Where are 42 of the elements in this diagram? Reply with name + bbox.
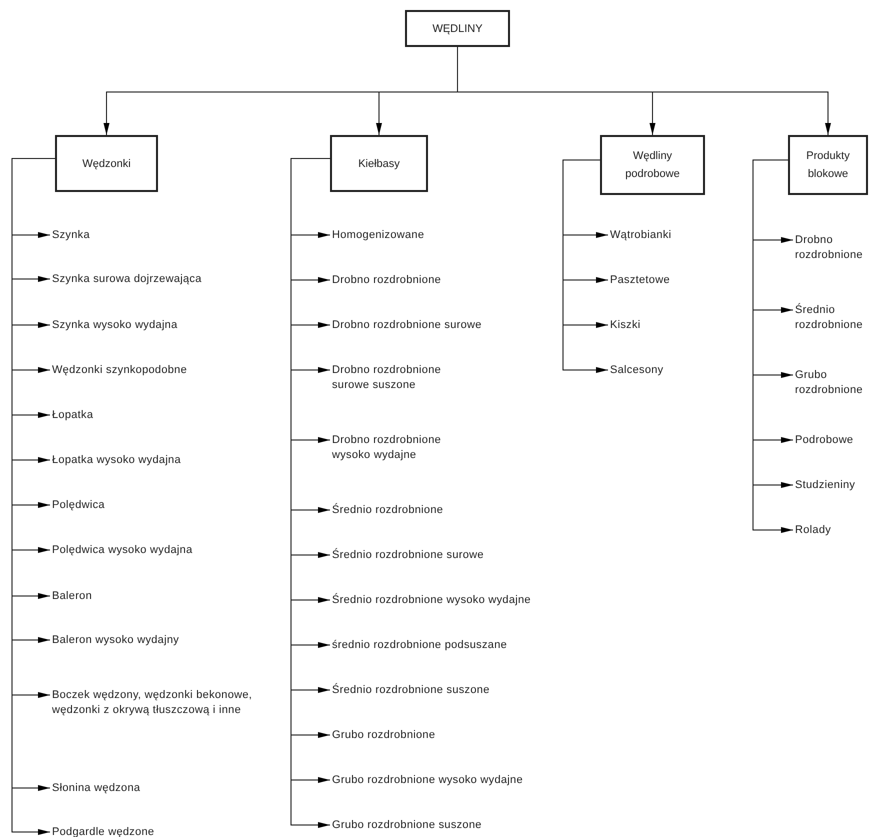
category-item: Homogenizowane: [332, 228, 552, 243]
category-item: Grubo rozdrobnione: [795, 368, 865, 398]
category-item: Podgardle wędzone: [52, 825, 282, 837]
category-item: Średnio rozdrobnione: [795, 303, 865, 333]
category-item: Średnio rozdrobnione: [332, 503, 552, 518]
category-item: Kiszki: [610, 318, 740, 333]
category-item: Studzieniny: [795, 478, 887, 493]
category-box: Kiełbasy: [330, 135, 428, 192]
category-item: Pasztetowe: [610, 273, 740, 288]
category-item: Szynka: [52, 228, 282, 243]
category-item: Szynka wysoko wydajna: [52, 318, 282, 333]
category-item: Boczek wędzony, wędzonki bekonowe, wędzonki z okrywą tłuszczową i inne: [52, 688, 257, 718]
category-box: Wędliny podrobowe: [600, 135, 705, 195]
category-item: Polędwica: [52, 498, 282, 513]
category-item: Łopatka: [52, 408, 282, 423]
category-item: Średnio rozdrobnione wysoko wydajne: [332, 593, 552, 608]
category-item: Salcesony: [610, 363, 740, 378]
category-item: Szynka surowa dojrzewająca: [52, 272, 282, 287]
category-item: Podrobowe: [795, 433, 887, 448]
category-item: Baleron: [52, 589, 282, 604]
category-item: Średnio rozdrobnione surowe: [332, 548, 552, 563]
category-item: Słonina wędzona: [52, 781, 282, 796]
category-item: Polędwica wysoko wydajna: [52, 543, 282, 558]
category-item: Drobno rozdrobnione wysoko wydajne: [332, 433, 452, 463]
category-item: Wątrobianki: [610, 228, 740, 243]
category-item: Drobno rozdrobnione: [332, 273, 552, 288]
connector-arrow: [562, 160, 608, 373]
category-item: średnio rozdrobnione podsuszane: [332, 638, 552, 653]
category-box: Wędzonki: [55, 135, 158, 192]
category-box: Produkty blokowe: [788, 135, 868, 195]
category-item: Wędzonki szynkopodobne: [52, 363, 282, 378]
category-item: Baleron wysoko wydajny: [52, 633, 282, 648]
root-box: WĘDLINY: [405, 10, 510, 47]
category-item: Grubo rozdrobnione wysoko wydajne: [332, 773, 552, 788]
category-item: Łopatka wysoko wydajna: [52, 453, 282, 468]
category-item: Grubo rozdrobnione suszone: [332, 818, 552, 833]
category-item: Grubo rozdrobnione: [332, 728, 552, 743]
category-item: Średnio rozdrobnione suszone: [332, 683, 552, 698]
category-item: Rolady: [795, 523, 887, 538]
category-item: Drobno rozdrobnione surowe suszone: [332, 363, 452, 393]
category-item: Drobno rozdrobnione: [795, 233, 865, 263]
category-item: Drobno rozdrobnione surowe: [332, 318, 552, 333]
